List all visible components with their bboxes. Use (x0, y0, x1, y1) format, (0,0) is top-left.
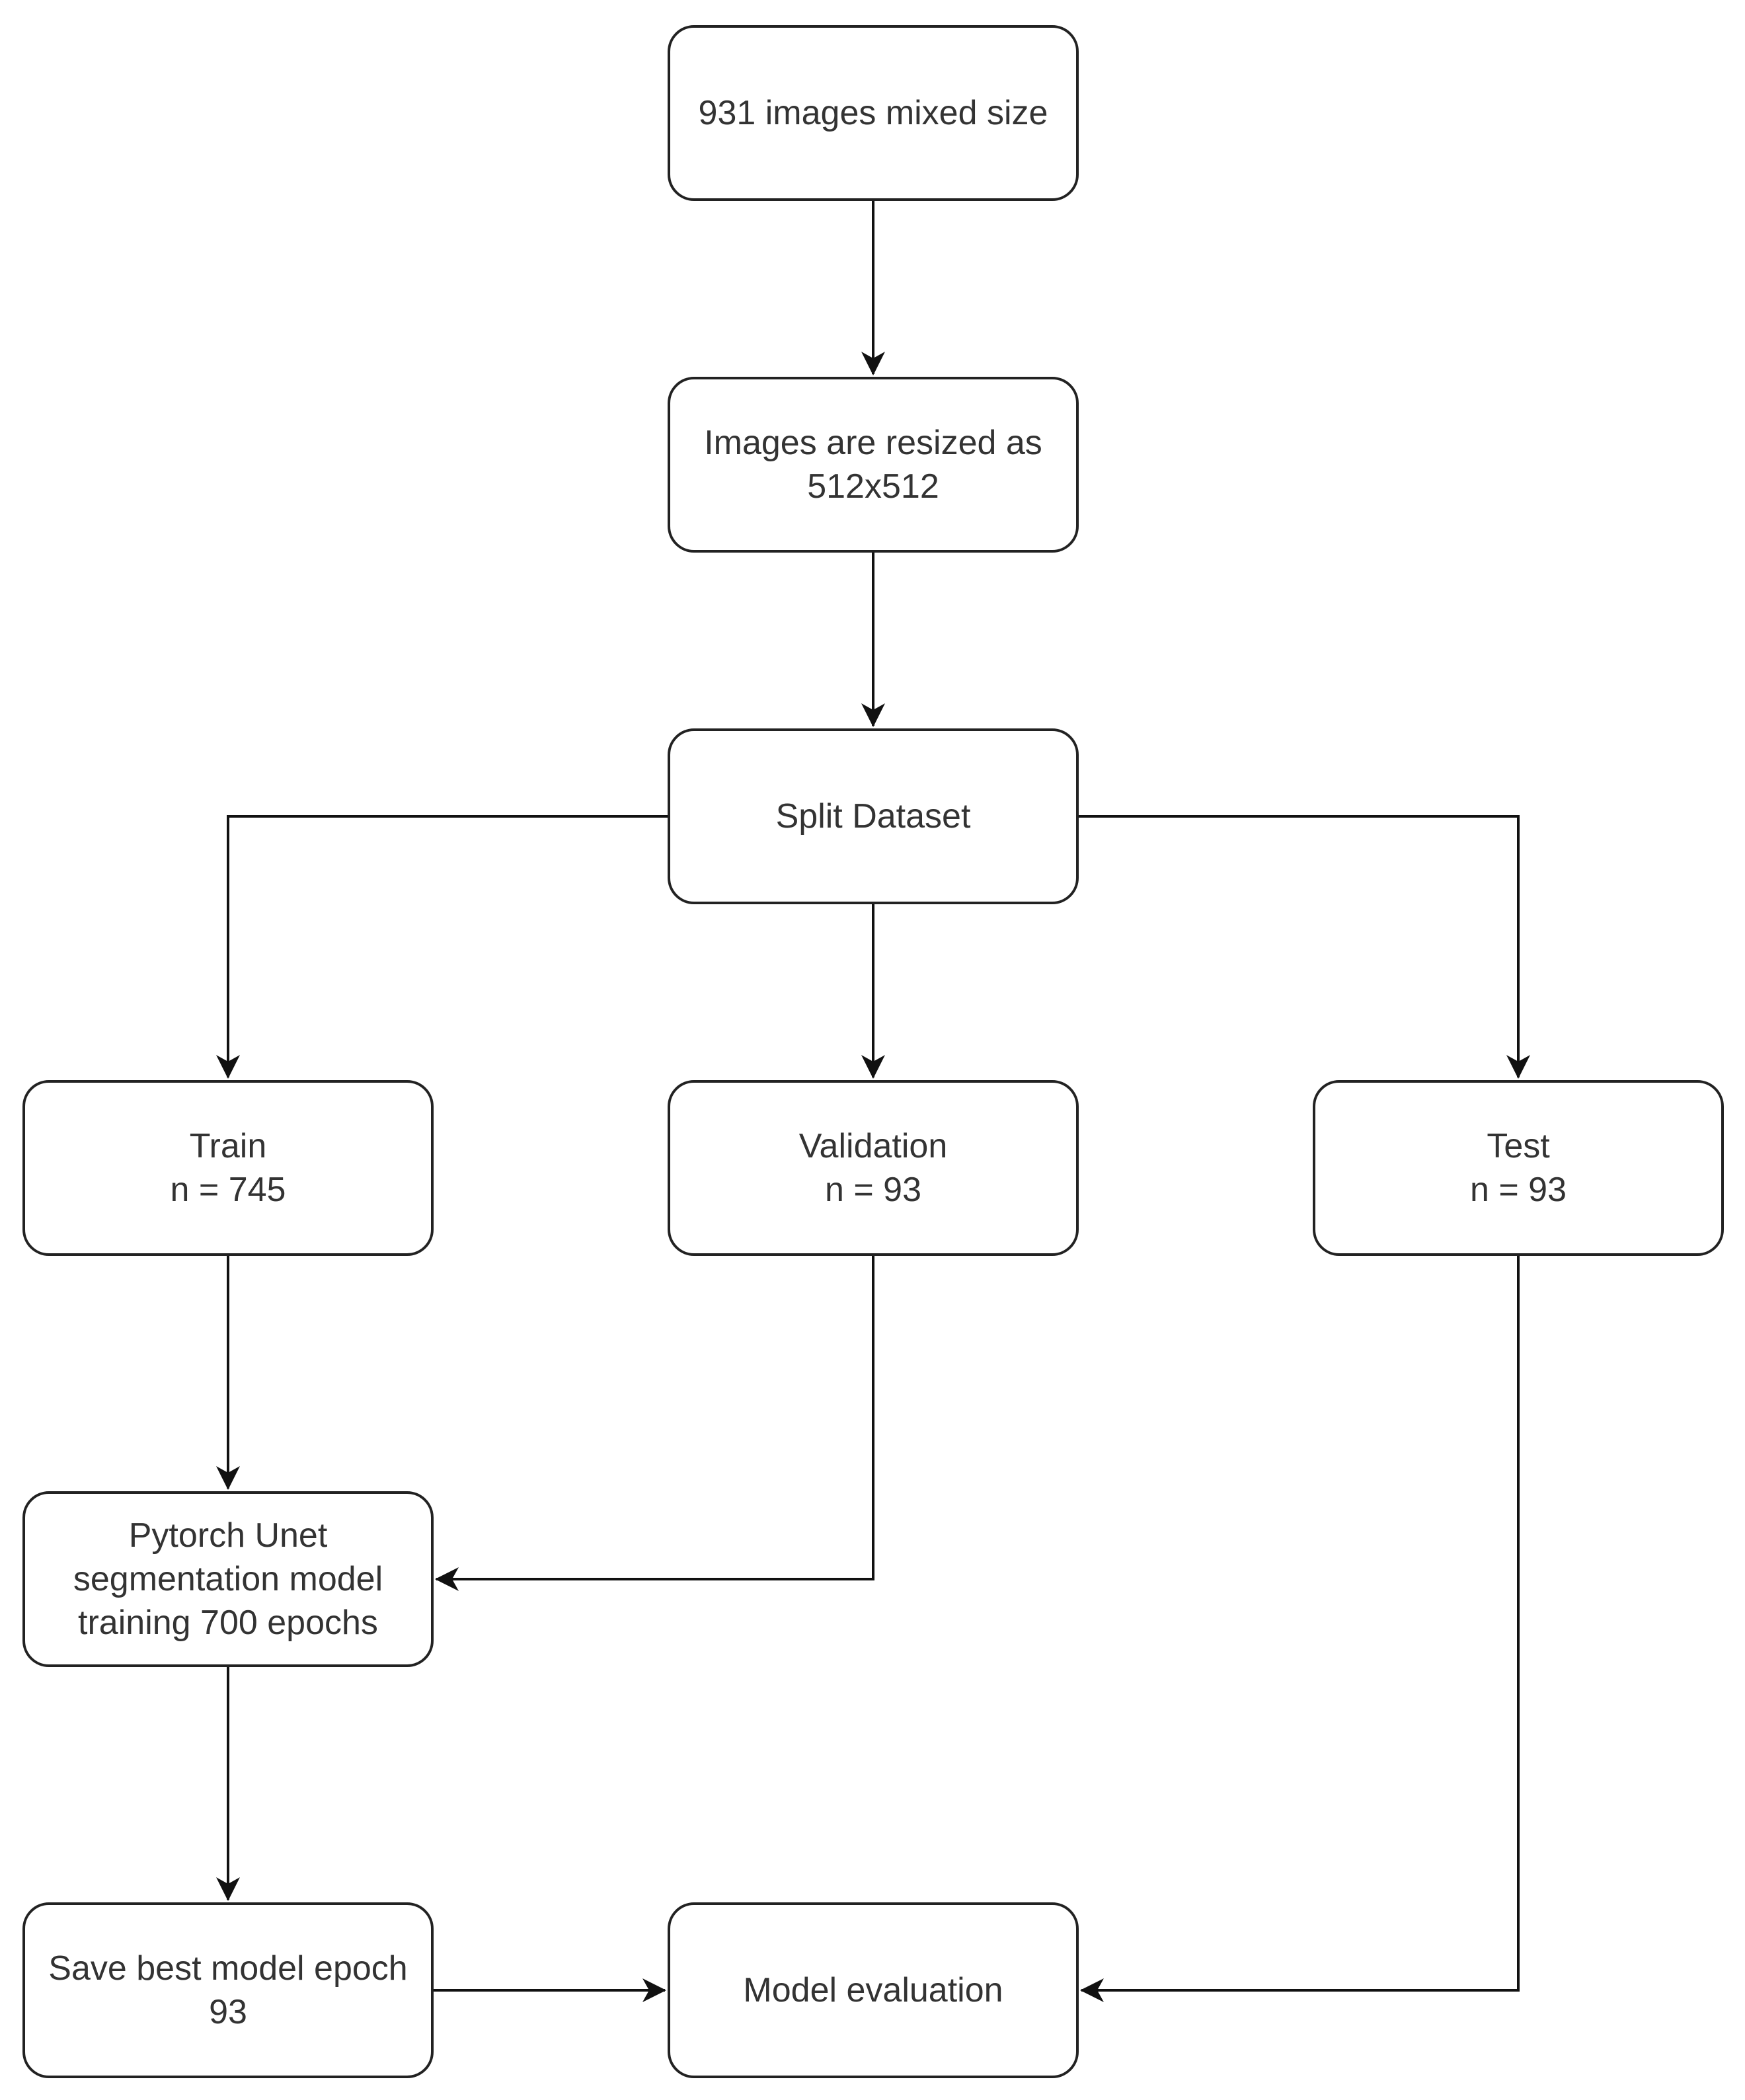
node-count: n = 93 (824, 1171, 922, 1209)
node-label: Pytorch Unet (128, 1516, 328, 1555)
node-resize[interactable]: Images are resized as 512x512 (668, 377, 1079, 553)
node-label: training 700 epochs (78, 1604, 378, 1642)
node-label: Images are resized as (704, 424, 1042, 462)
node-test[interactable]: Test n = 93 (1313, 1080, 1724, 1256)
arrowhead-icon (642, 1978, 666, 2002)
node-label: segmentation model (73, 1560, 383, 1598)
arrowhead-icon (861, 703, 885, 727)
edge-split-to-test (1079, 815, 1520, 1077)
node-label: Train (189, 1127, 267, 1165)
node-validation[interactable]: Validation n = 93 (668, 1080, 1079, 1256)
node-image-source[interactable]: 931 images mixed size (668, 25, 1079, 201)
node-label: Save best model epoch (48, 1949, 408, 1988)
arrowhead-icon (435, 1567, 459, 1591)
node-label: 93 (209, 1993, 247, 2031)
arrowhead-icon (861, 1055, 885, 1079)
arrowhead-icon (861, 352, 885, 375)
arrowhead-icon (1080, 1978, 1104, 2002)
node-save-best-model[interactable]: Save best model epoch 93 (22, 1902, 434, 2078)
arrowhead-icon (216, 1877, 240, 1901)
node-count: n = 93 (1469, 1171, 1567, 1209)
edge-validation-to-unet (436, 1256, 874, 1580)
node-model-evaluation[interactable]: Model evaluation (668, 1902, 1079, 2078)
node-label: Split Dataset (775, 797, 971, 836)
arrowhead-icon (1506, 1055, 1530, 1079)
arrowhead-icon (216, 1055, 240, 1079)
node-train[interactable]: Train n = 745 (22, 1080, 434, 1256)
node-label: 931 images mixed size (698, 94, 1048, 132)
node-split-dataset[interactable]: Split Dataset (668, 728, 1079, 904)
node-label: Model evaluation (743, 1971, 1003, 2009)
node-count: n = 745 (170, 1171, 286, 1209)
edge-split-to-train (227, 815, 668, 1077)
edge-test-to-evaluation (1081, 1256, 1520, 1992)
node-unet-training[interactable]: Pytorch Unet segmentation model training… (22, 1491, 434, 1667)
node-label: Test (1487, 1127, 1550, 1165)
node-label: 512x512 (807, 467, 939, 506)
arrowhead-icon (216, 1466, 240, 1490)
node-label: Validation (798, 1127, 948, 1165)
